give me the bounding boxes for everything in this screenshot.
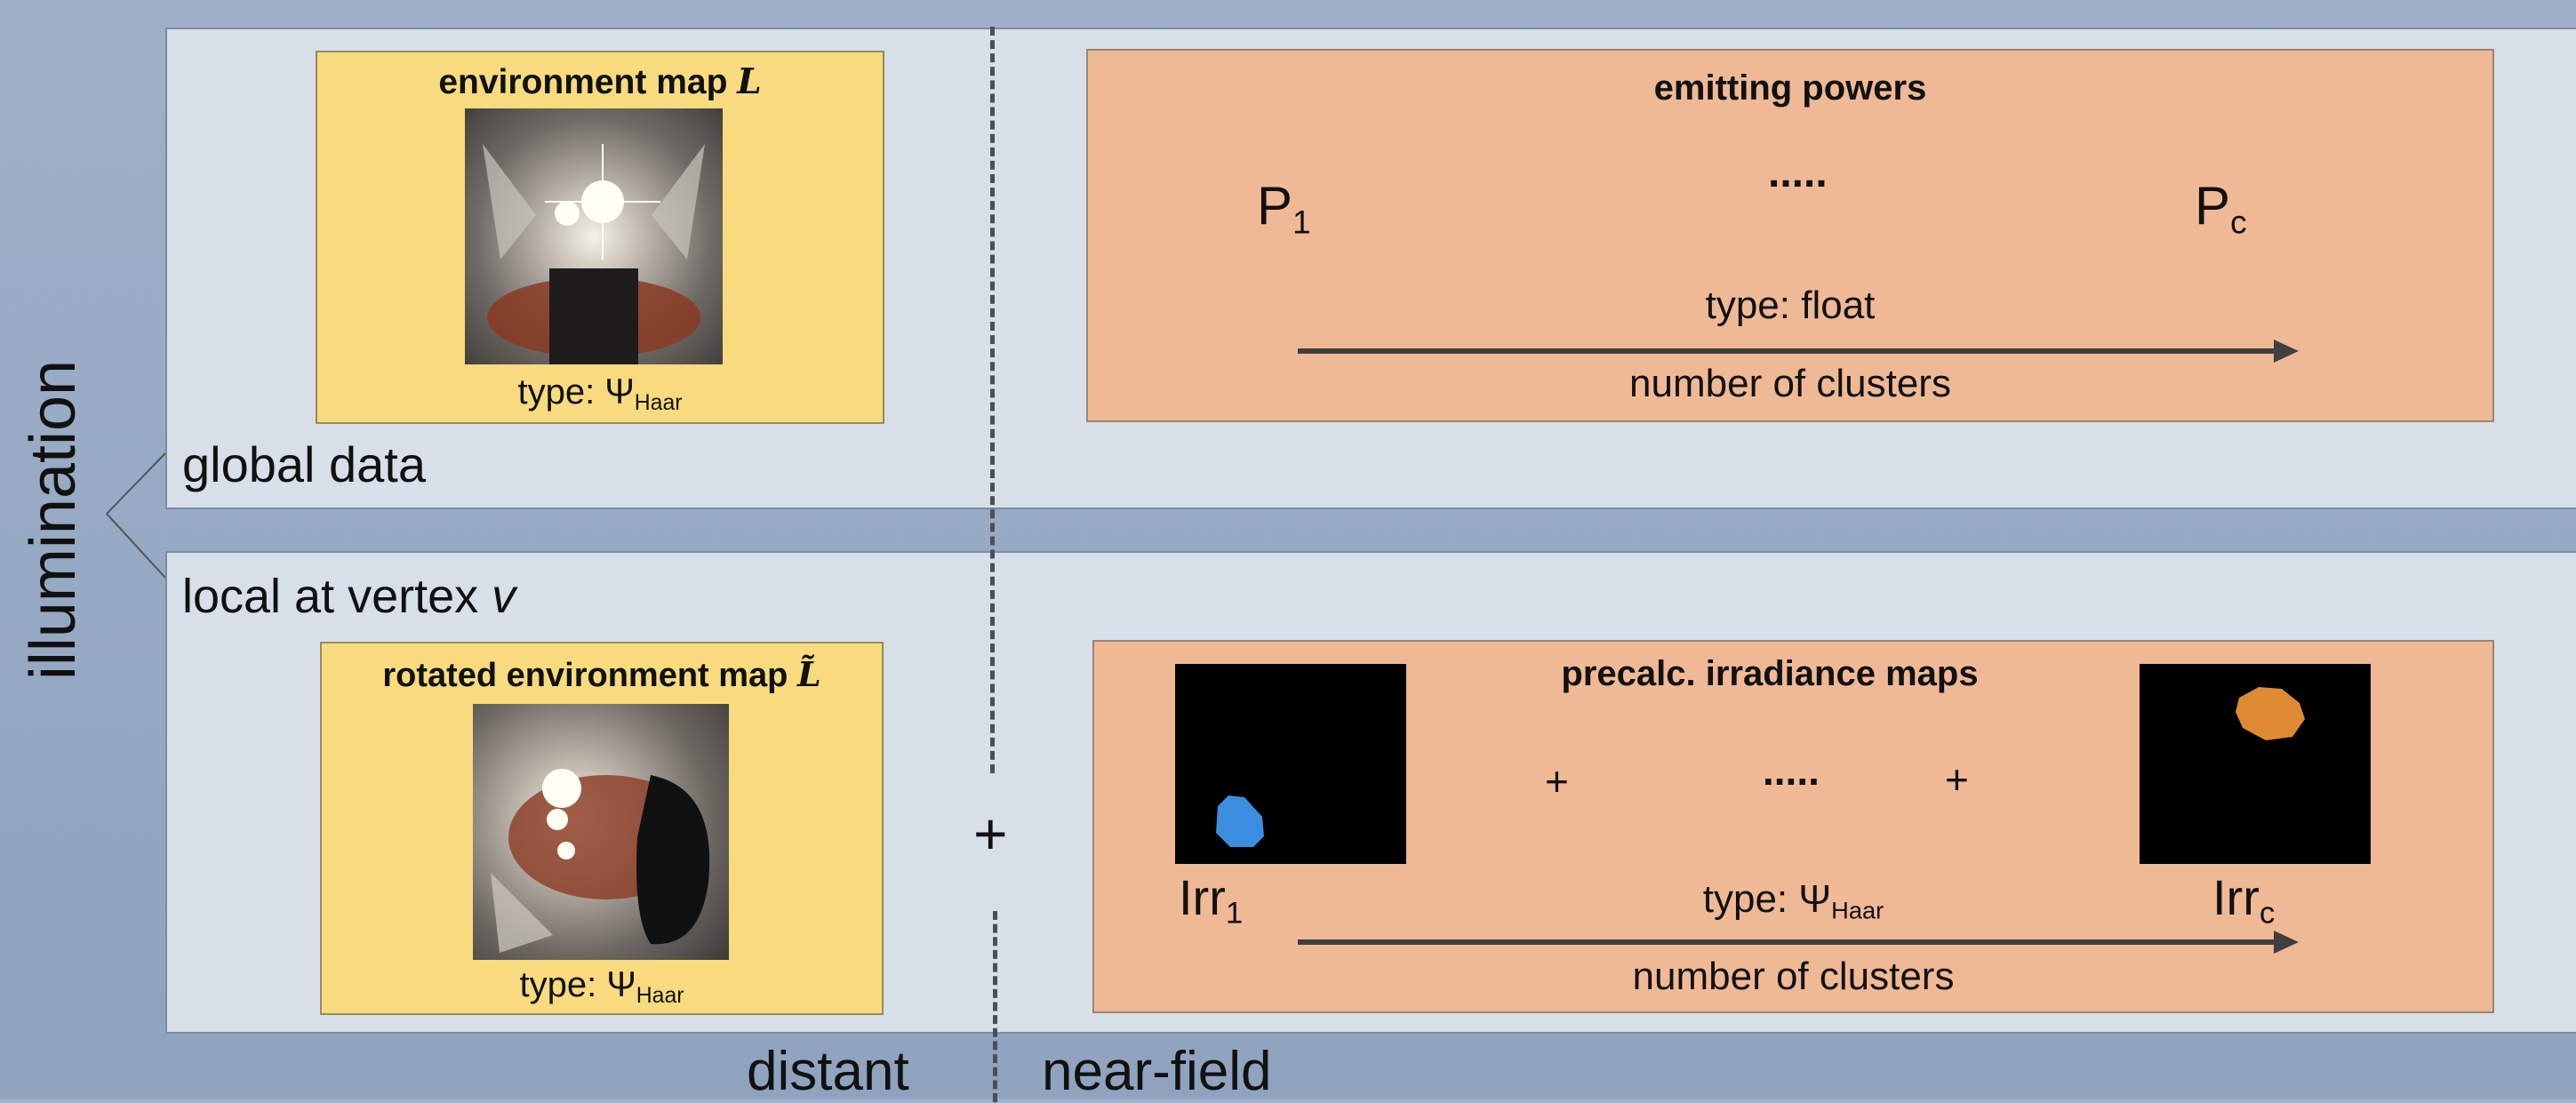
- plus-sign-1: +: [1545, 758, 1569, 804]
- environment-map-type: type: ΨHaar: [517, 372, 683, 415]
- power-axis-label: number of clusters: [1629, 362, 1951, 405]
- environment-map-box: environment map L type: ΨHaar: [316, 51, 884, 424]
- rotated-environment-map-box: rotated environment map L̃ type: ΨHaar: [320, 642, 884, 1015]
- rotated-environment-map-title: rotated environment map L̃: [382, 654, 821, 694]
- power-type-label: type: float: [1705, 284, 1876, 327]
- plus-sign-2: +: [1945, 756, 1969, 803]
- irradiance-maps-box: precalc. irradiance maps Irr1 + ..... + …: [1092, 640, 2494, 1013]
- irradiance-map-last: [2140, 664, 2371, 864]
- power-first-label: P1: [1257, 176, 1311, 241]
- global-data-label: global data: [182, 436, 427, 492]
- brace-lines: [106, 452, 166, 579]
- divider-dashed-line-top: [990, 27, 995, 773]
- divider-dashed-line-bottom: [993, 911, 997, 1102]
- rotated-environment-map-type: type: ΨHaar: [519, 965, 684, 1008]
- emitting-powers-title: emitting powers: [1653, 68, 1927, 108]
- irradiance-blob-last: [2236, 687, 2305, 740]
- combine-plus-sign: +: [973, 801, 1008, 867]
- emitting-powers-box: emitting powers P1 ..... Pc type: float …: [1086, 49, 2494, 422]
- irradiance-dots: .....: [1763, 747, 1820, 794]
- irradiance-first-label: Irr1: [1179, 869, 1244, 931]
- clusters-arrow-bottom: [1298, 931, 2299, 954]
- near-field-label: near-field: [1042, 1041, 1272, 1102]
- power-dots: .....: [1768, 149, 1828, 196]
- environment-map-title: environment map L: [438, 61, 762, 102]
- distant-label: distant: [747, 1041, 909, 1102]
- side-label-illumination: illumination: [18, 359, 89, 681]
- irradiance-last-label: Irrc: [2212, 869, 2276, 931]
- irradiance-type-label: type: ΨHaar: [1702, 877, 1884, 924]
- clusters-arrow-top: [1298, 340, 2299, 363]
- irradiance-blob-first: [1216, 795, 1264, 847]
- irradiance-map-first: [1175, 664, 1406, 864]
- irradiance-axis-label: number of clusters: [1632, 955, 1955, 998]
- power-last-label: Pc: [2195, 176, 2247, 241]
- local-data-label: local at vertex v: [182, 570, 516, 623]
- irradiance-maps-title: precalc. irradiance maps: [1561, 654, 1979, 693]
- environment-map-image: [465, 108, 723, 364]
- rotated-environment-map-image: [473, 704, 729, 960]
